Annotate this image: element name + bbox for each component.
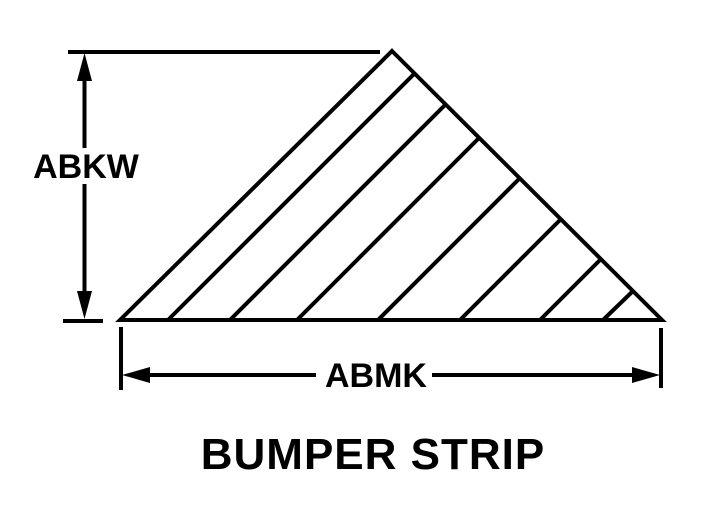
height-dimension-label: ABKW <box>33 148 140 186</box>
hatch-line <box>458 217 563 322</box>
hatch-line <box>295 135 482 322</box>
hatch-line <box>376 176 522 322</box>
hatch-line <box>228 102 448 322</box>
arrow-down-icon <box>77 291 92 319</box>
part-cross-section <box>115 48 667 322</box>
arrow-left-icon <box>122 367 150 383</box>
hatch-line <box>538 257 603 322</box>
hatch-lines <box>166 71 635 322</box>
width-dimension-label: ABMK <box>325 357 427 395</box>
hatch-line <box>601 289 635 322</box>
diagram-title: BUMPER STRIP <box>201 430 545 479</box>
arrow-right-icon <box>632 367 660 383</box>
hatch-line <box>166 71 417 322</box>
arrow-up-icon <box>77 53 92 81</box>
height-dimension: ABKW <box>33 50 380 323</box>
width-dimension: ABMK <box>119 327 663 395</box>
